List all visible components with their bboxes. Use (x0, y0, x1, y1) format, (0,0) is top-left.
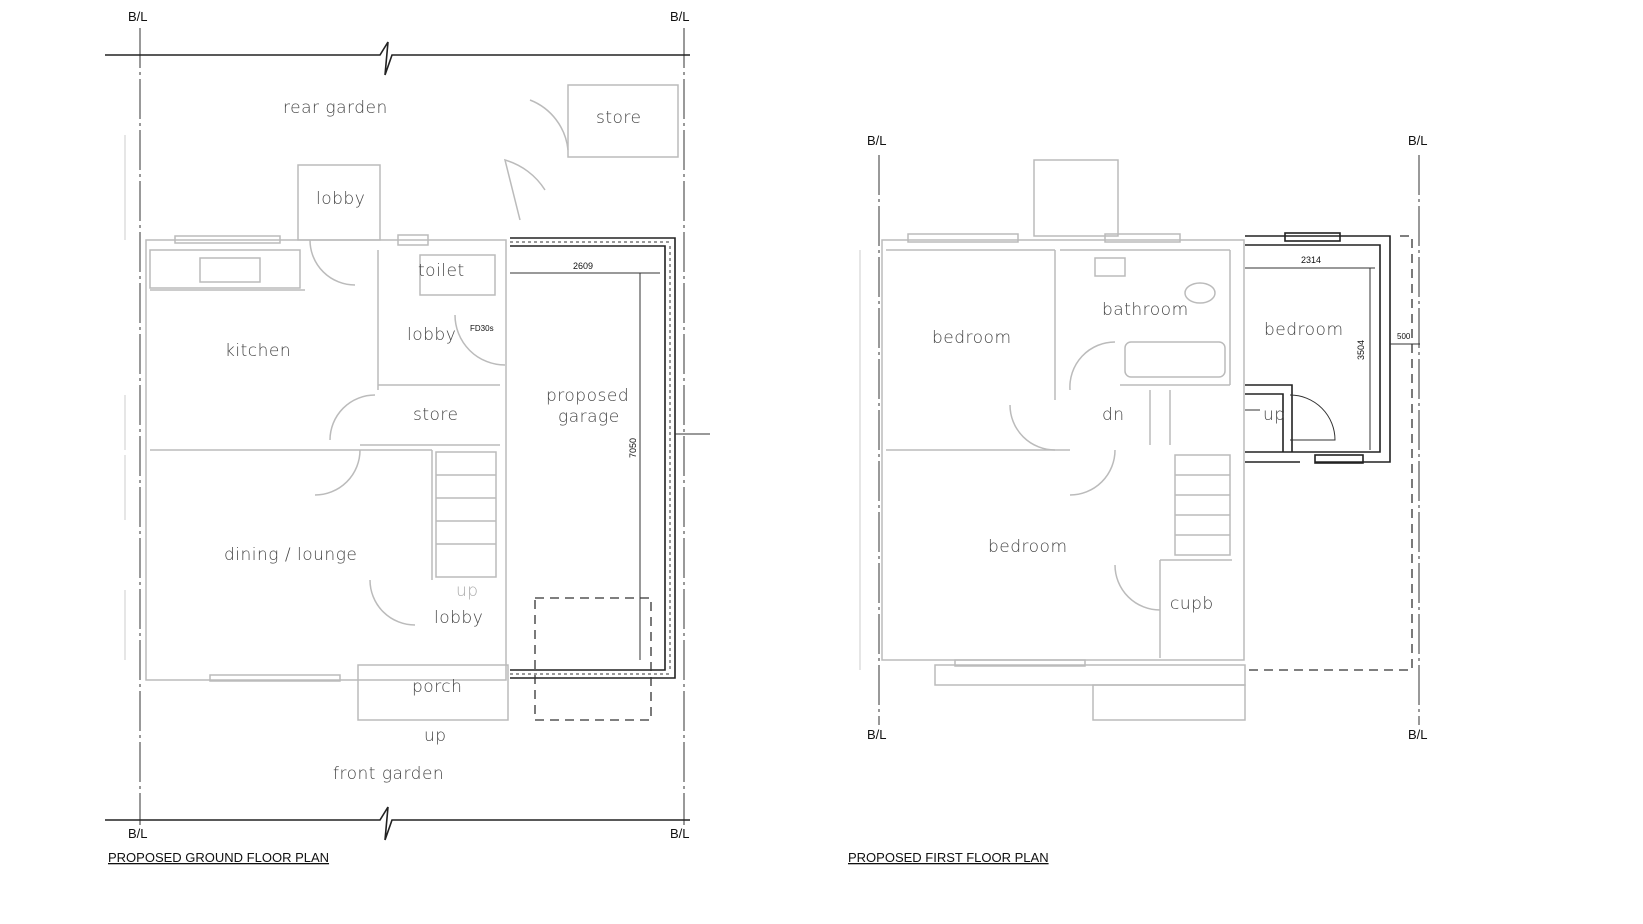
room-label-proposed-garage: garage (558, 407, 620, 427)
boundary-label: B/L (1408, 133, 1428, 148)
room-label-proposed-garage: proposed (546, 386, 629, 406)
room-label-front-garden: front garden (333, 764, 444, 784)
room-label-bedroom: bedroom (988, 537, 1068, 557)
proposed-garage-walls (510, 237, 710, 721)
room-label-bedroom: bedroom (932, 328, 1012, 348)
room-label-toilet: toilet (418, 261, 465, 281)
dimension-width: 2314 (1301, 255, 1321, 265)
room-label-lobby: lobby (407, 325, 456, 345)
stair-up-label: up (456, 581, 479, 601)
boundary-label: B/L (867, 133, 887, 148)
boundary-label: B/L (670, 9, 690, 24)
stair-up-label: up (1263, 405, 1286, 425)
fire-door-tag: FD30s (470, 324, 494, 333)
boundary-label: B/L (867, 727, 887, 742)
room-label-store: store (413, 405, 459, 425)
boundary-lines (878, 155, 1420, 725)
ground-floor-plan: B/L B/L B/L B/L (105, 9, 710, 865)
boundary-lines (105, 28, 690, 841)
plan-title: PROPOSED FIRST FLOOR PLAN (848, 850, 1049, 865)
stair-down-label: dn (1102, 405, 1125, 425)
room-label-rear-garden: rear garden (283, 98, 388, 118)
room-label-lobby: lobby (316, 189, 365, 209)
boundary-label: B/L (128, 826, 148, 841)
dimension-length: 3504 (1356, 340, 1366, 360)
dimension-offset: 500 (1397, 332, 1411, 341)
room-label-porch: porch (412, 677, 462, 697)
step-up-label: up (424, 726, 447, 746)
boundary-label: B/L (128, 9, 148, 24)
room-label-lobby: lobby (434, 608, 483, 628)
dimension-length: 7050 (628, 438, 638, 458)
existing-walls (859, 159, 1246, 721)
boundary-label: B/L (1408, 727, 1428, 742)
plan-title: PROPOSED GROUND FLOOR PLAN (108, 850, 329, 865)
room-label-kitchen: kitchen (225, 341, 291, 361)
existing-walls (145, 84, 679, 721)
dimension-width: 2609 (573, 261, 593, 271)
room-label-dining-lounge: dining / lounge (224, 545, 357, 565)
first-floor-plan: B/L B/L B/L B/L (848, 133, 1428, 865)
boundary-label: B/L (670, 826, 690, 841)
room-label-bedroom: bedroom (1264, 320, 1344, 340)
room-label-cupboard: cupb (1170, 594, 1214, 614)
room-label-bathroom: bathroom (1102, 300, 1189, 320)
proposed-extension-walls (1245, 232, 1420, 671)
room-label-store: store (596, 108, 642, 128)
